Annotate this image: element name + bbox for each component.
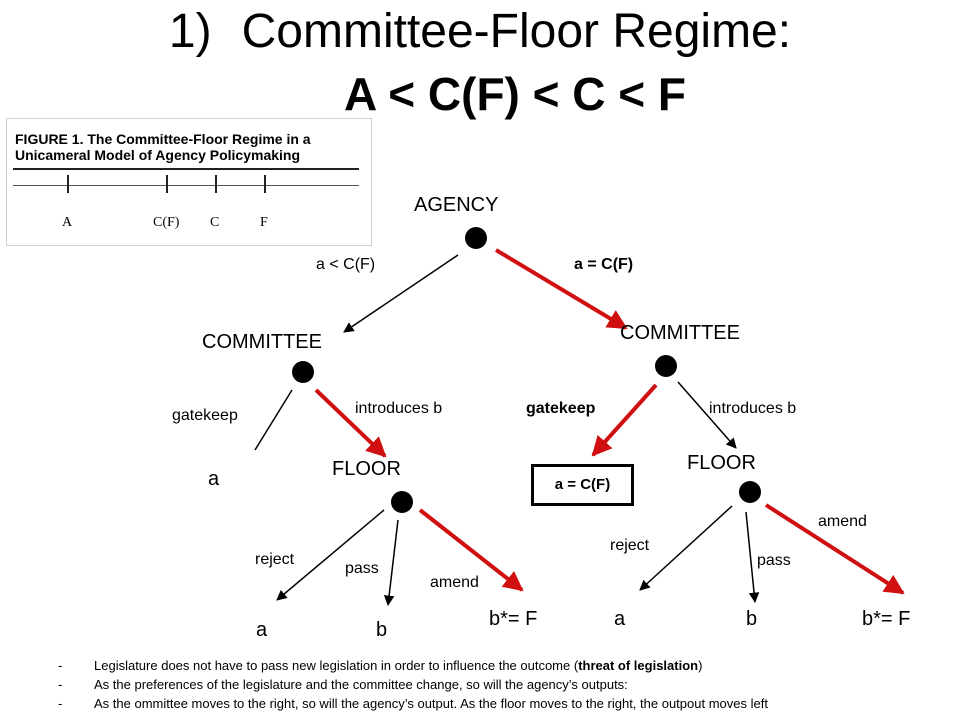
notes-list: - Legislature does not have to pass new …: [58, 656, 958, 713]
figure-label-a: A: [62, 215, 73, 230]
right-committee-label: COMMITTEE: [620, 322, 740, 344]
figure-rule: [13, 168, 359, 170]
node-right-floor: [739, 481, 761, 503]
left-committee-label: COMMITTEE: [202, 331, 322, 353]
edge-right-reject: [639, 505, 733, 591]
slide-subtitle: A < C(F) < C < F: [343, 68, 687, 120]
note-text-end: ): [698, 658, 703, 673]
right-gatekeep-outcome-box: a = C(F): [531, 464, 634, 506]
edge-right-introduces: [677, 381, 737, 449]
note-text-bold: threat of legislation: [578, 658, 699, 673]
right-gatekeep-label: gatekeep: [526, 400, 596, 417]
node-agency: [465, 227, 487, 249]
left-gatekeep-outcome: a: [208, 468, 220, 490]
edge-right-pass: [745, 511, 760, 604]
left-introduces-label: introduces b: [355, 400, 443, 417]
left-amend-label: amend: [430, 574, 479, 591]
node-left-floor: [391, 491, 413, 513]
right-amend-outcome: b*= F: [862, 608, 911, 630]
left-reject-outcome: a: [256, 619, 268, 641]
slide-title: 1) Committee-Floor Regime:: [0, 2, 960, 62]
figure-tick-f: [264, 175, 266, 193]
right-reject-label: reject: [610, 537, 650, 554]
right-floor-label: FLOOR: [687, 452, 756, 474]
title-line1: Committee-Floor Regime:: [241, 5, 792, 58]
left-reject-label: reject: [255, 551, 295, 568]
edge-agency-right: [494, 248, 628, 330]
figure-image: FIGURE 1. The Committee-Floor Regime in …: [6, 118, 372, 246]
edge-left-introduces: [314, 388, 387, 458]
right-amend-label: amend: [818, 513, 867, 530]
note-text: As the preferences of the legislature an…: [94, 677, 628, 692]
left-pass-outcome: b: [376, 619, 388, 641]
figure-tick-c: [215, 175, 217, 193]
edge-label-agency-right: a = C(F): [574, 256, 634, 273]
note-dash: -: [58, 677, 63, 692]
edge-right-amend: [764, 503, 905, 595]
edge-left-gatekeep: [254, 389, 293, 451]
left-floor-label: FLOOR: [332, 458, 401, 480]
figure-caption-line2: Unicameral Model of Agency Policymaking: [15, 147, 301, 163]
right-introduces-label: introduces b: [709, 400, 797, 417]
note-text: As the ommittee moves to the right, so w…: [94, 696, 768, 711]
figure-caption: FIGURE 1. The Committee-Floor Regime in …: [15, 131, 311, 163]
note-text-plain: Legislature does not have to pass new le…: [94, 658, 579, 673]
figure-label-f: F: [260, 215, 268, 230]
note-item: - As the preferences of the legislature …: [58, 675, 958, 694]
edge-right-gatekeep: [591, 383, 658, 457]
figure-tick-a: [67, 175, 69, 193]
right-reject-outcome: a: [614, 608, 626, 630]
note-item: - Legislature does not have to pass new …: [58, 656, 958, 675]
edge-agency-left: [343, 254, 459, 333]
node-left-committee: [292, 361, 314, 383]
note-dash: -: [58, 696, 63, 711]
note-item: - As the ommittee moves to the right, so…: [58, 694, 958, 713]
right-pass-label: pass: [757, 552, 791, 569]
figure-label-cf: C(F): [153, 215, 180, 230]
figure-caption-line1: FIGURE 1. The Committee-Floor Regime in …: [15, 131, 311, 147]
note-dash: -: [58, 658, 63, 673]
agency-label: AGENCY: [414, 194, 499, 216]
edge-label-agency-left: a < C(F): [316, 256, 376, 273]
right-pass-outcome: b: [746, 608, 758, 630]
note-text: Legislature does not have to pass new le…: [94, 656, 702, 675]
edge-left-amend: [418, 508, 524, 592]
node-right-committee: [655, 355, 677, 377]
figure-axis: [13, 185, 359, 186]
left-amend-outcome: b*= F: [489, 608, 538, 630]
left-pass-label: pass: [345, 560, 379, 577]
edge-left-pass: [383, 519, 399, 607]
figure-tick-cf: [166, 175, 168, 193]
left-gatekeep-label: gatekeep: [172, 407, 238, 424]
figure-label-c: C: [210, 215, 220, 230]
title-number: 1): [168, 5, 212, 58]
edge-left-reject: [276, 509, 385, 601]
